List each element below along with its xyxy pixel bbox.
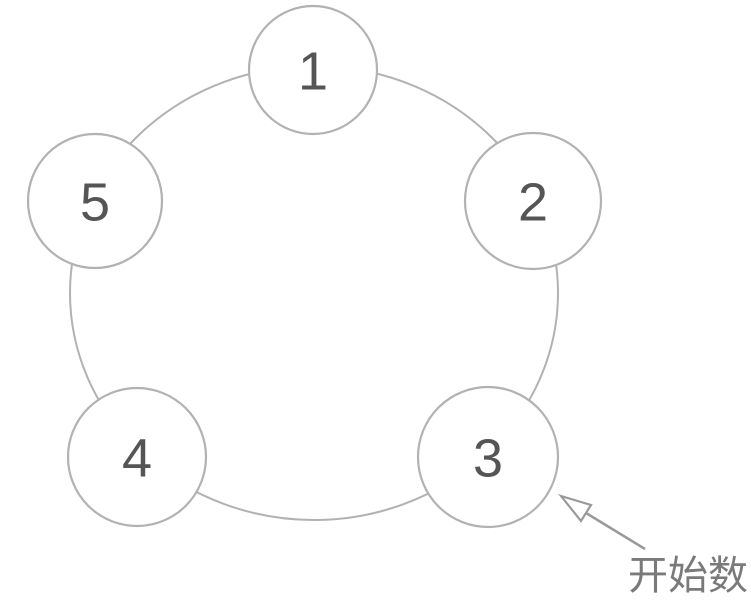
node-circle-4 (66, 386, 208, 528)
node-label-4: 4 (122, 428, 152, 488)
node-1: 1 (247, 4, 379, 136)
start-arrow-icon (557, 493, 646, 551)
arrow-head-icon (557, 493, 593, 523)
node-circle-1 (247, 4, 379, 136)
node-circle-5 (26, 132, 164, 270)
arrow-shaft (585, 511, 646, 551)
node-label-1: 1 (298, 41, 328, 101)
node-label-3: 3 (473, 428, 503, 488)
node-label-5: 5 (80, 172, 110, 232)
node-circle-2 (463, 131, 603, 271)
node-5: 5 (26, 132, 164, 270)
node-circle-3 (416, 385, 560, 529)
node-4: 4 (66, 386, 208, 528)
node-2: 2 (463, 131, 603, 271)
node-3: 3 (416, 385, 560, 529)
annotation-start-count-label: 开始数 (628, 554, 748, 598)
node-label-2: 2 (518, 172, 548, 232)
